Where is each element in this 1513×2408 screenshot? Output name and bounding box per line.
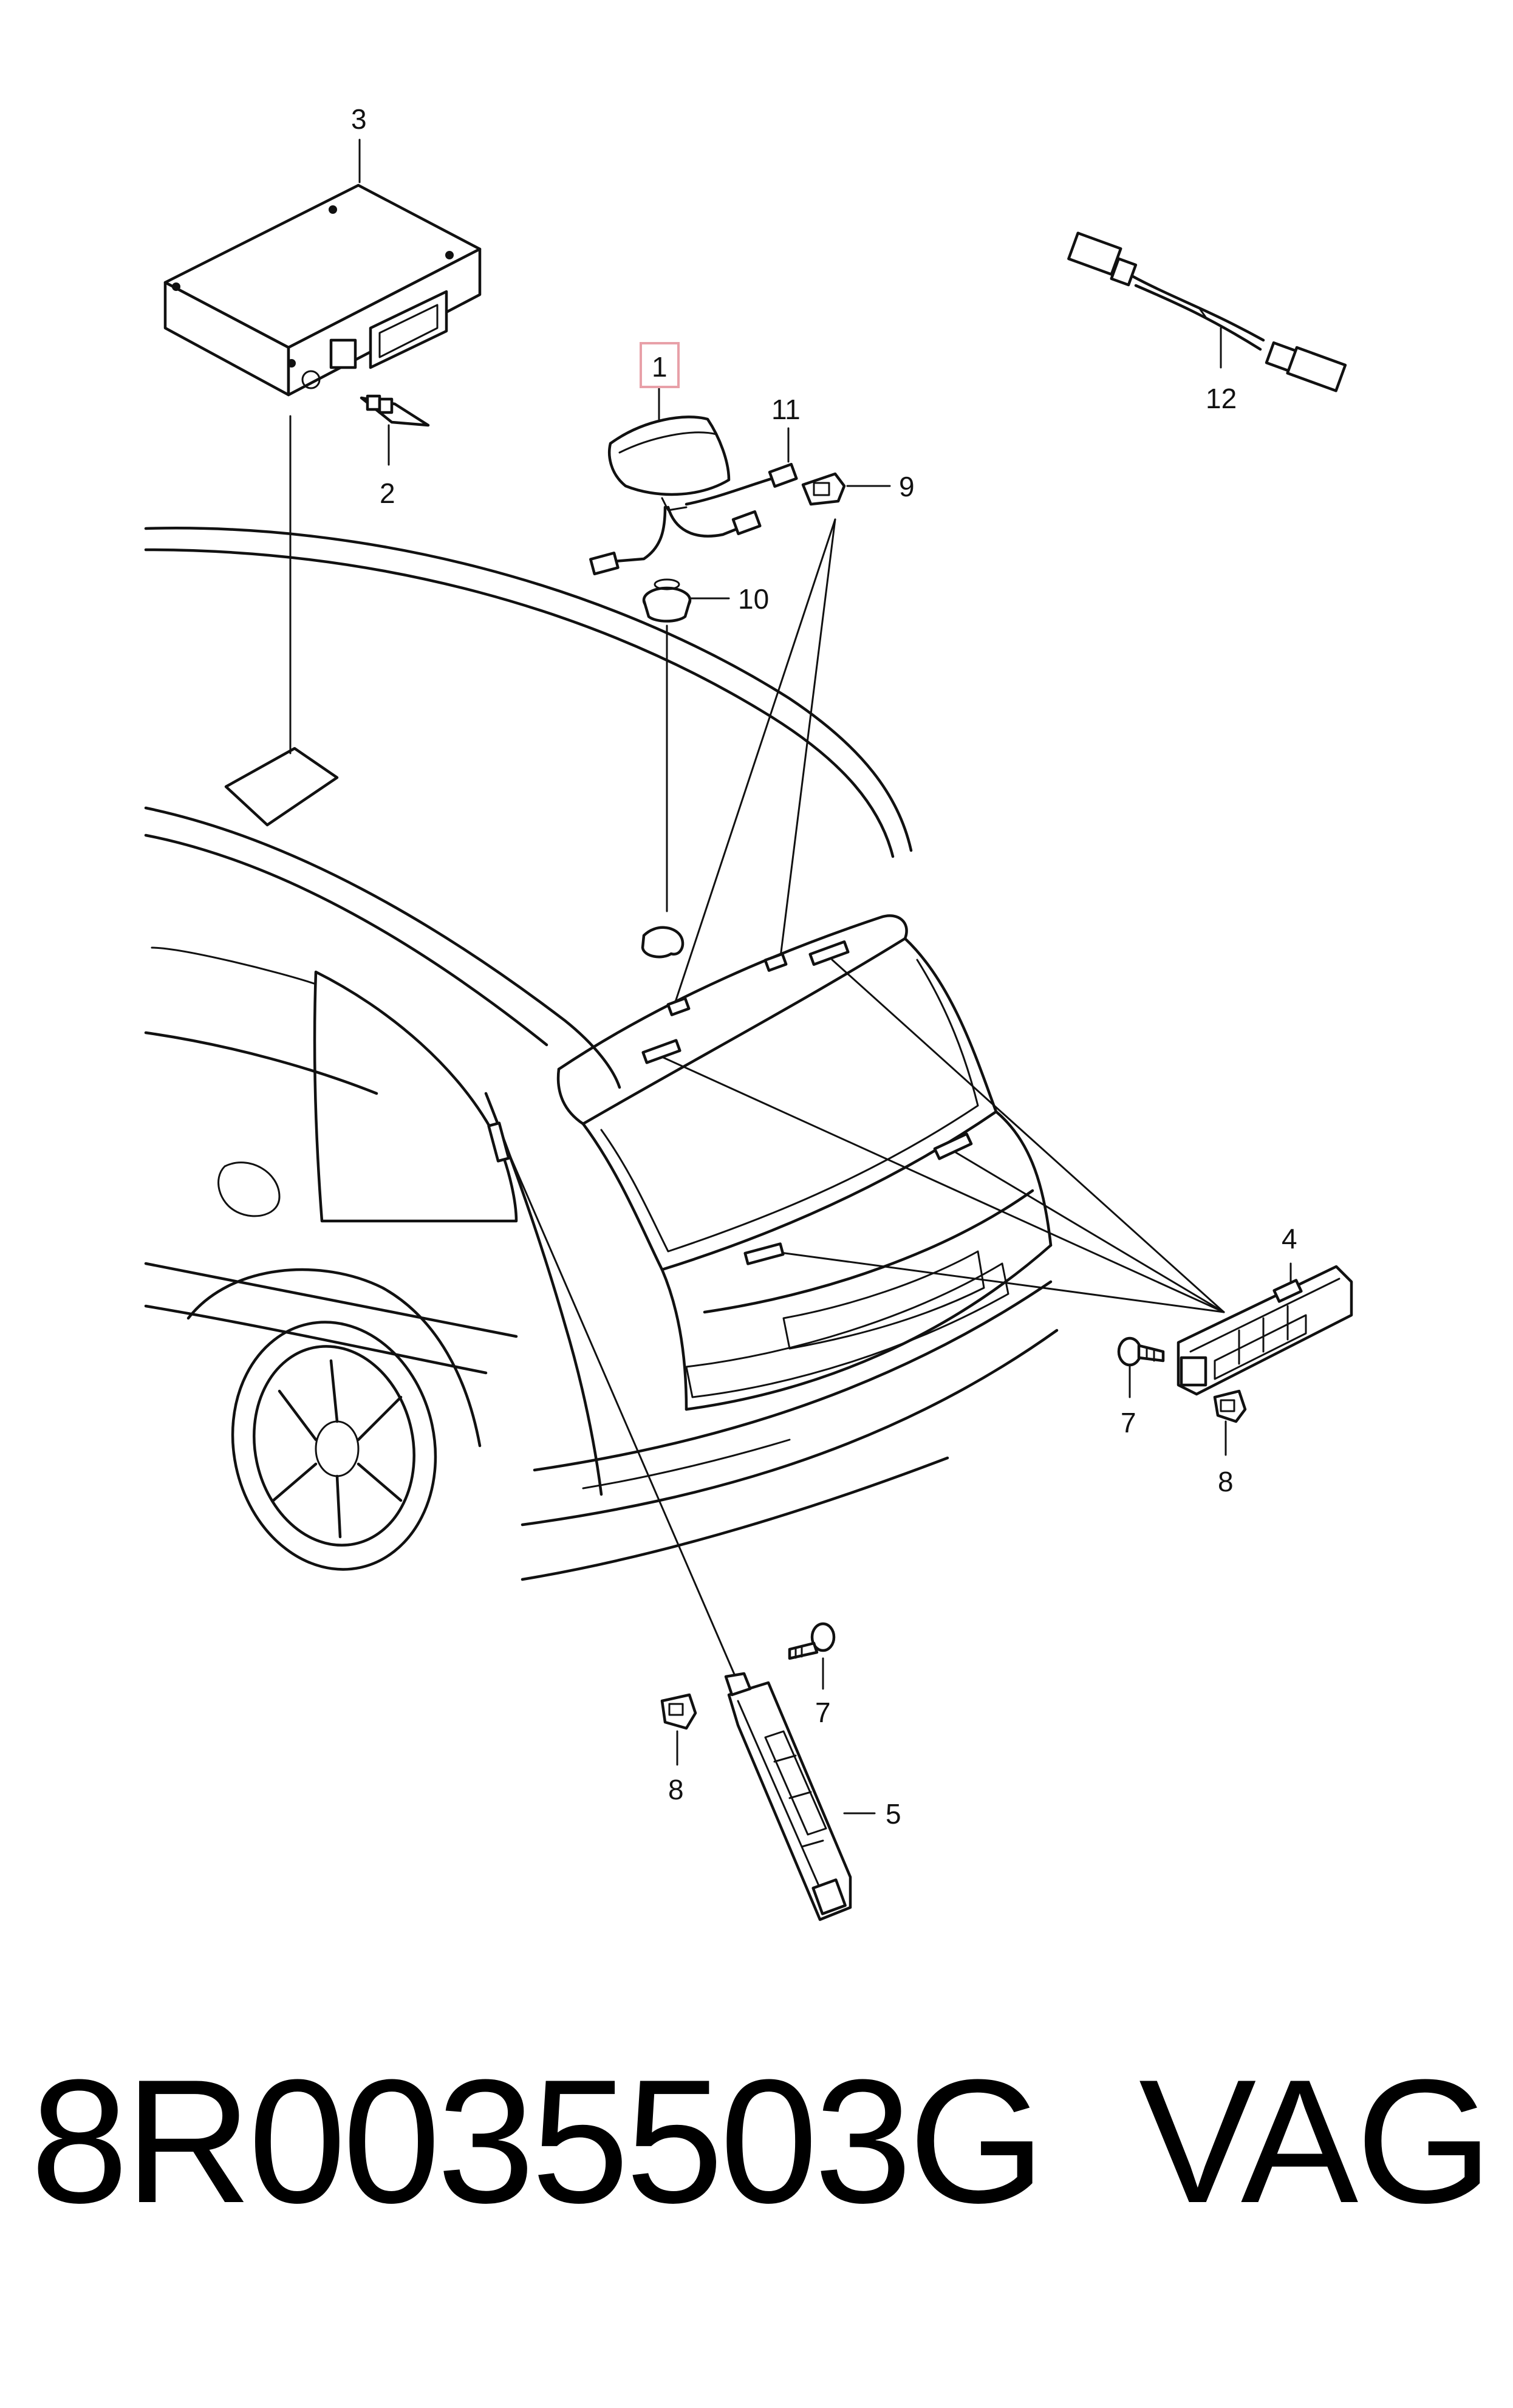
car-body-outline	[144, 527, 1059, 1581]
screw-part-7-right	[1117, 1336, 1165, 1367]
clip-part-8-lower	[660, 1693, 697, 1730]
clip-part-8-right	[1213, 1389, 1247, 1423]
callout-8-lower: 8	[668, 1774, 684, 1805]
callout-5: 5	[886, 1798, 901, 1830]
antenna-location-marker	[641, 926, 685, 959]
roof-antenna	[589, 416, 798, 576]
bracket-part-2	[360, 394, 430, 427]
leader-lines	[289, 139, 1292, 1815]
callout-11: 11	[771, 394, 801, 425]
callout-12: 12	[1206, 383, 1237, 414]
spoiler-antenna-patches	[487, 940, 973, 1265]
callout-highlight-box	[640, 342, 680, 388]
amplifier-module-part-5	[724, 1672, 852, 1921]
callout-7-right: 7	[1121, 1407, 1136, 1438]
callout-2: 2	[380, 477, 395, 509]
callout-3: 3	[351, 103, 367, 135]
callout-10: 10	[738, 583, 769, 615]
part-number-label: 8R0035503G	[30, 2043, 1045, 2240]
control-unit-box	[163, 183, 482, 397]
clip-part-9	[801, 472, 846, 506]
callout-1: 1	[652, 351, 668, 383]
callout-9: 9	[899, 471, 915, 502]
mounting-pad	[224, 747, 339, 827]
screw-part-7-lower	[788, 1622, 836, 1660]
cable-part-12	[1067, 231, 1347, 392]
callout-8-right: 8	[1218, 1466, 1234, 1497]
brand-label: VAG	[1139, 2043, 1493, 2240]
callout-4: 4	[1282, 1223, 1297, 1254]
grommet-part-10	[642, 578, 692, 623]
callout-7-lower: 7	[815, 1697, 831, 1728]
amplifier-module-part-4	[1177, 1265, 1353, 1396]
